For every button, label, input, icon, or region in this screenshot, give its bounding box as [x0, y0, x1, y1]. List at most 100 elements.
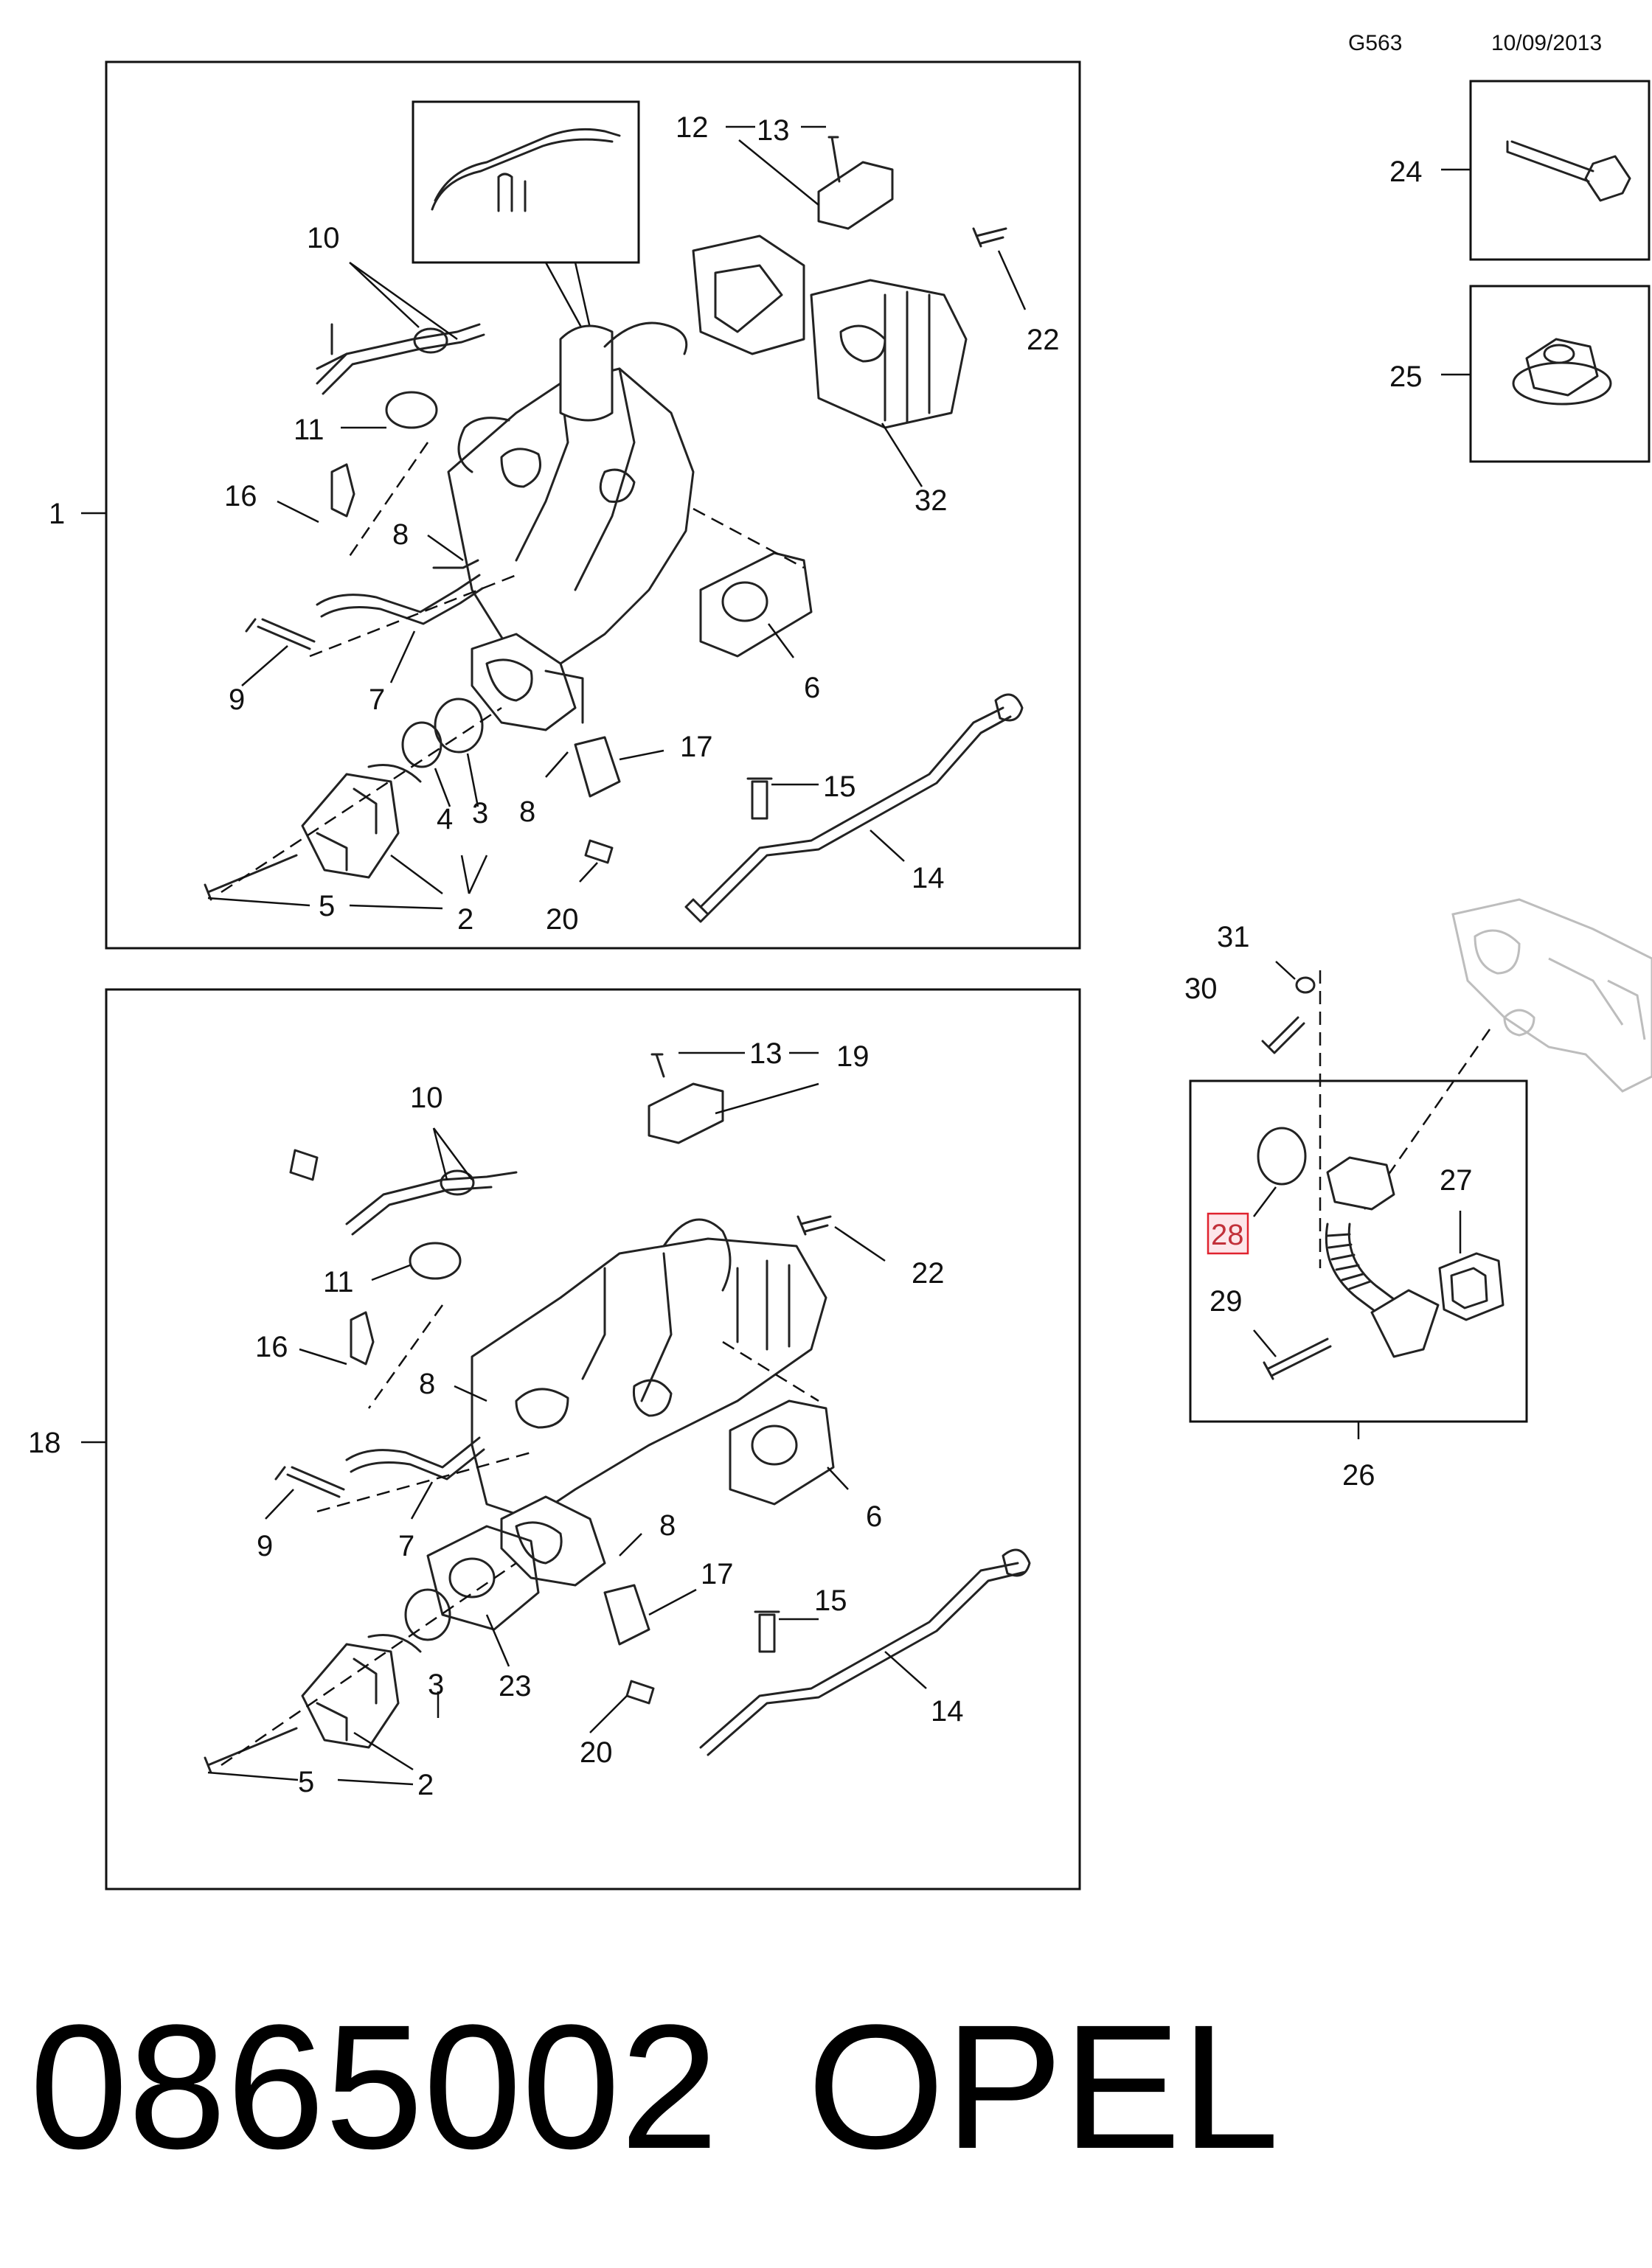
- gasket-23: [426, 1525, 540, 1631]
- callout-8: 8: [392, 518, 409, 551]
- callout-13: 13: [749, 1037, 782, 1070]
- callout-25: 25: [1389, 361, 1423, 393]
- leader: [207, 897, 443, 910]
- callout-31: 31: [1217, 921, 1250, 953]
- leader: [545, 751, 569, 778]
- temperature-sensor-16: [350, 1311, 375, 1366]
- callout-27: 27: [1440, 1164, 1473, 1197]
- top-panel-frame: [105, 60, 1081, 950]
- callout-29: 29: [1210, 1285, 1243, 1318]
- callout-16: 16: [224, 480, 257, 512]
- bottom-assembly-panel: 18 10 11 16 8 9 7 13 19 22 6 8 17 15 14 …: [28, 988, 1081, 1890]
- nut-25-illustration: [1525, 338, 1599, 397]
- coolant-pipe-fitting: [684, 693, 1024, 923]
- egr-wire-harness: [662, 1218, 732, 1292]
- leader: [277, 500, 319, 523]
- leader: [485, 1614, 510, 1667]
- leader: [353, 1731, 414, 1771]
- leader: [207, 1771, 414, 1786]
- egr-outlet-detail: [515, 1521, 563, 1565]
- callout-2: 2: [457, 903, 473, 936]
- egr-valve-gasket: [692, 234, 805, 355]
- water-pipe-10: [316, 323, 485, 395]
- water-pipe-7: [316, 574, 484, 625]
- callout-8: 8: [519, 796, 535, 828]
- o-ring-11: [385, 391, 438, 429]
- callout-30: 30: [1184, 973, 1218, 1005]
- bolt-20: [625, 1680, 655, 1705]
- leader: [589, 1695, 628, 1733]
- sealing-ring-8: [432, 559, 479, 569]
- egr-valve-housing: [559, 324, 614, 422]
- callout-22: 22: [912, 1257, 945, 1290]
- washer-31: [1295, 976, 1316, 994]
- gasket-23-hole: [448, 1557, 496, 1599]
- callout-4: 4: [437, 803, 453, 835]
- egr-outlet-detail: [485, 658, 584, 724]
- nut-25-bore: [1543, 344, 1575, 364]
- part-footer: 0865002 OPEL: [30, 1976, 1280, 2197]
- connector-17: [603, 1584, 650, 1646]
- callout-10: 10: [307, 222, 340, 254]
- solenoid-valve-12: [817, 161, 894, 230]
- gasket-6: [699, 552, 813, 658]
- leader: [997, 250, 1027, 310]
- nut-25-box: 25: [1389, 285, 1651, 463]
- callout-1: 1: [49, 498, 65, 530]
- assembly-line: [316, 1451, 532, 1513]
- callout-32: 32: [914, 484, 948, 517]
- leader: [389, 630, 416, 683]
- callout-8: 8: [419, 1368, 435, 1400]
- callout-9: 9: [257, 1530, 273, 1562]
- bolt-24-illustration: [1506, 140, 1631, 202]
- diagram-date: 10/09/2013: [1491, 31, 1602, 55]
- diagram-code: G563: [1348, 31, 1402, 55]
- bolt-20: [584, 839, 614, 864]
- callout-11: 11: [323, 1266, 354, 1298]
- o-ring-28: [1257, 1127, 1307, 1186]
- assembly-line: [309, 574, 517, 658]
- leader: [427, 534, 464, 562]
- egr-outlet-housing: [471, 633, 577, 731]
- callout-20: 20: [580, 1736, 613, 1769]
- leader: [1275, 961, 1296, 980]
- coolant-pipe: [699, 706, 1012, 916]
- bolt-top-left: [289, 1149, 319, 1181]
- bolt-15: [754, 1610, 780, 1653]
- callout-24: 24: [1389, 156, 1423, 188]
- gasket-6: [729, 1399, 835, 1506]
- temperature-sensor-16: [330, 463, 355, 518]
- callout-15: 15: [814, 1585, 847, 1617]
- callout-17: 17: [680, 731, 713, 763]
- assembly-line: [221, 706, 502, 894]
- leader: [432, 1127, 473, 1180]
- o-ring-4: [401, 721, 442, 768]
- leader: [410, 1481, 434, 1520]
- callout-28: 28: [1211, 1219, 1244, 1251]
- callout-18: 18: [28, 1427, 61, 1459]
- engine-context-detail: [1474, 929, 1646, 1040]
- callout-6: 6: [804, 672, 820, 704]
- leader: [265, 1489, 294, 1520]
- bolt-24-box: 24: [1389, 80, 1651, 261]
- leader: [827, 1467, 849, 1490]
- leader: [579, 862, 598, 883]
- leader: [299, 1348, 347, 1366]
- bolt-22: [796, 1215, 832, 1236]
- part-number: 0865002: [30, 1988, 719, 2185]
- leader: [241, 645, 288, 686]
- brand-name: OPEL: [807, 1988, 1280, 2185]
- callout-14: 14: [931, 1695, 964, 1728]
- gasket-6-hole: [751, 1425, 798, 1466]
- callout-3: 3: [472, 797, 488, 829]
- engine-context-outline: [1451, 898, 1652, 1093]
- egr-pipe-panel: 31 30 27 28 29 26: [1184, 898, 1652, 1492]
- water-pipe-10-seal: [413, 327, 448, 354]
- egr-cooler-body: [471, 1237, 827, 1520]
- callout-5: 5: [319, 890, 335, 922]
- leader: [466, 753, 479, 807]
- leader: [726, 125, 819, 206]
- leader: [648, 1588, 697, 1616]
- egr-actuator-32-detail: [839, 291, 931, 423]
